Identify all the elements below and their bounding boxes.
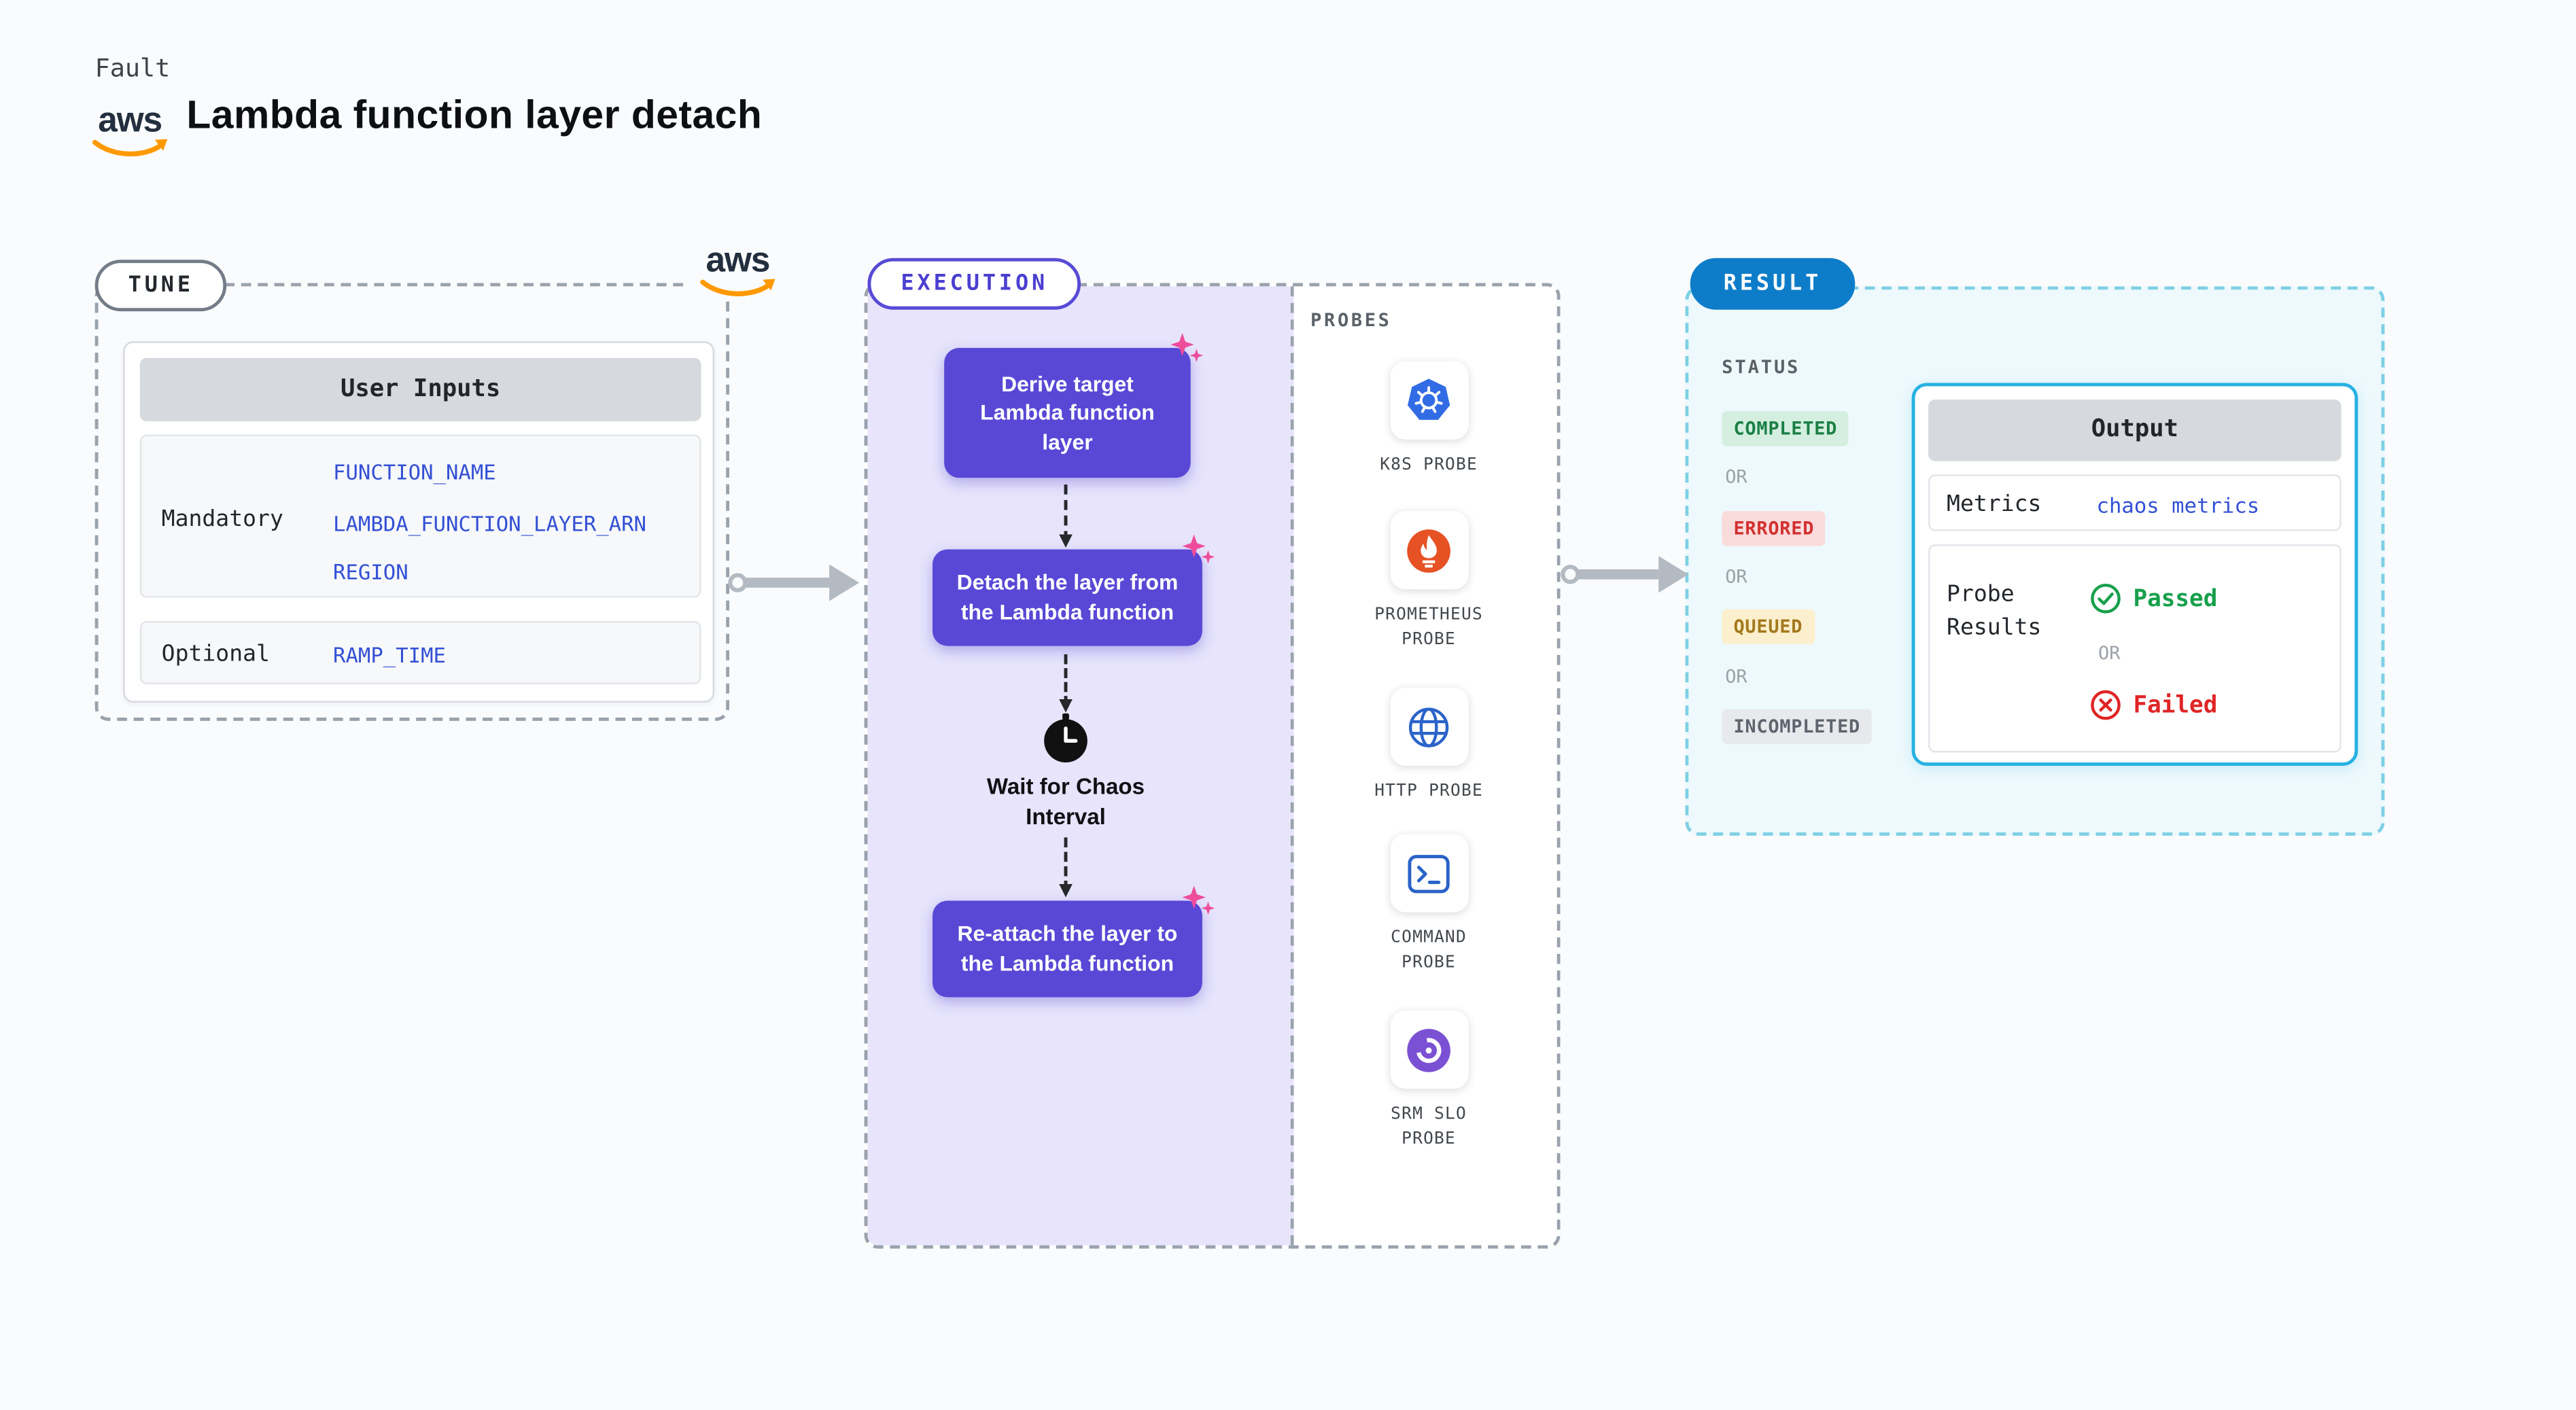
check-circle-icon [2091, 583, 2121, 614]
flow-connector [1059, 837, 1073, 898]
probe-card [1389, 361, 1468, 440]
probe-label: HTTP PROBE [1374, 782, 1483, 801]
probe-label: COMMAND PROBE [1391, 929, 1467, 972]
aws-logo: aws [92, 103, 169, 160]
step-label: Detach the layer from the Lambda functio… [956, 570, 1179, 624]
passed-result: Passed [2090, 583, 2218, 615]
probe-label: SRM SLO PROBE [1391, 1105, 1467, 1149]
probe-srm-slo: SRM SLO PROBE [1294, 1010, 1564, 1152]
execution-to-result-arrow [1561, 556, 1689, 593]
flow-connector [1059, 484, 1073, 548]
failed-label: Failed [2133, 691, 2218, 719]
command-terminal-icon [1408, 853, 1450, 893]
user-inputs-card: User Inputs Mandatory FUNCTION_NAME LAMB… [123, 341, 715, 703]
aws-logo-text: aws [706, 241, 771, 280]
probe-prometheus: PROMETHEUS PROBE [1294, 511, 1564, 652]
probe-card [1389, 511, 1468, 590]
status-badge-completed: COMPLETED [1722, 411, 1849, 446]
passed-label: Passed [2133, 585, 2218, 612]
failed-result: Failed [2090, 689, 2218, 721]
probe-label: PROMETHEUS PROBE [1374, 605, 1483, 650]
x-circle-icon [2091, 690, 2121, 720]
step-label: Re-attach the layer to the Lambda functi… [957, 921, 1178, 976]
execution-flow-area: Derive target Lambda function layer Deta… [867, 286, 1294, 1246]
param-function-name: FUNCTION_NAME [333, 459, 496, 484]
param-ramp-time: RAMP_TIME [333, 642, 446, 668]
metrics-label: Metrics [1947, 491, 2042, 518]
step-reattach-layer: Re-attach the layer to the Lambda functi… [933, 885, 1215, 998]
wait-for-chaos-interval-label: Wait for Chaos Interval [986, 774, 1145, 828]
result-pill: RESULT [1690, 258, 1856, 310]
probe-card [1389, 687, 1468, 766]
http-globe-icon [1408, 707, 1449, 747]
status-badge-queued: QUEUED [1722, 609, 1815, 645]
chaos-metrics-link[interactable]: chaos metrics [2096, 493, 2260, 518]
execution-pill: EXECUTION [867, 258, 1082, 310]
aws-logo-text: aws [98, 101, 162, 140]
result-panel: STATUS COMPLETED OR ERRORED OR QUEUED OR… [1685, 286, 2385, 836]
tune-panel: User Inputs Mandatory FUNCTION_NAME LAMB… [94, 283, 730, 721]
probe-http: HTTP PROBE [1294, 687, 1564, 804]
mandatory-row: Mandatory FUNCTION_NAME LAMBDA_FUNCTION_… [139, 434, 701, 598]
sparkle-icon [1170, 333, 1204, 362]
tune-pill: TUNE [94, 260, 227, 312]
step-label: Derive target Lambda function layer [980, 370, 1155, 455]
probe-results-label: Probe Results [1947, 581, 2042, 641]
probe-results-row: Probe Results Passed OR Failed [1928, 544, 2342, 753]
sparkle-icon [1182, 885, 1215, 915]
probe-command: COMMAND PROBE [1294, 834, 1564, 975]
or-label: OR [1725, 666, 1747, 688]
mandatory-label: Mandatory [161, 506, 283, 533]
or-label: OR [1725, 466, 1747, 488]
user-inputs-header: User Inputs [139, 357, 701, 421]
aws-smile-swoosh-icon [92, 139, 168, 157]
or-label: OR [1725, 566, 1747, 588]
probe-k8s: K8S PROBE [1294, 361, 1564, 478]
kubernetes-icon [1407, 378, 1450, 420]
execution-panel: Derive target Lambda function layer Deta… [864, 283, 1564, 1249]
sparkle-icon [1182, 534, 1215, 564]
status-badge-incompleted: INCOMPLETED [1722, 709, 1873, 745]
tune-to-execution-arrow [728, 564, 860, 601]
srm-slo-icon [1407, 1027, 1450, 1072]
prometheus-icon [1407, 528, 1450, 572]
clock-icon [1044, 713, 1087, 763]
probes-heading: PROBES [1310, 309, 1392, 332]
probe-card [1389, 834, 1468, 913]
probe-card [1389, 1010, 1468, 1089]
optional-label: Optional [161, 641, 270, 668]
param-lambda-function-layer-arn: LAMBDA_FUNCTION_LAYER_ARN [333, 511, 646, 536]
optional-row: Optional RAMP_TIME [139, 620, 701, 684]
or-label: OR [2098, 642, 2121, 665]
fault-kicker: Fault [94, 53, 171, 84]
aws-logo: aws [689, 243, 786, 300]
aws-smile-swoosh-icon [700, 279, 776, 296]
output-header: Output [1928, 400, 2342, 461]
metrics-row: Metrics chaos metrics [1928, 474, 2342, 531]
flow-connector [1059, 654, 1073, 713]
param-region: REGION [333, 559, 408, 584]
status-badge-errored: ERRORED [1722, 511, 1826, 546]
probe-label: K8S PROBE [1380, 456, 1478, 475]
status-heading: STATUS [1722, 356, 1800, 378]
page-title: Lambda function layer detach [186, 93, 763, 139]
step-detach-layer: Detach the layer from the Lambda functio… [933, 534, 1215, 646]
step-derive-target-layer: Derive target Lambda function layer [944, 333, 1204, 478]
output-card: Output Metrics chaos metrics Probe Resul… [1911, 383, 2359, 766]
